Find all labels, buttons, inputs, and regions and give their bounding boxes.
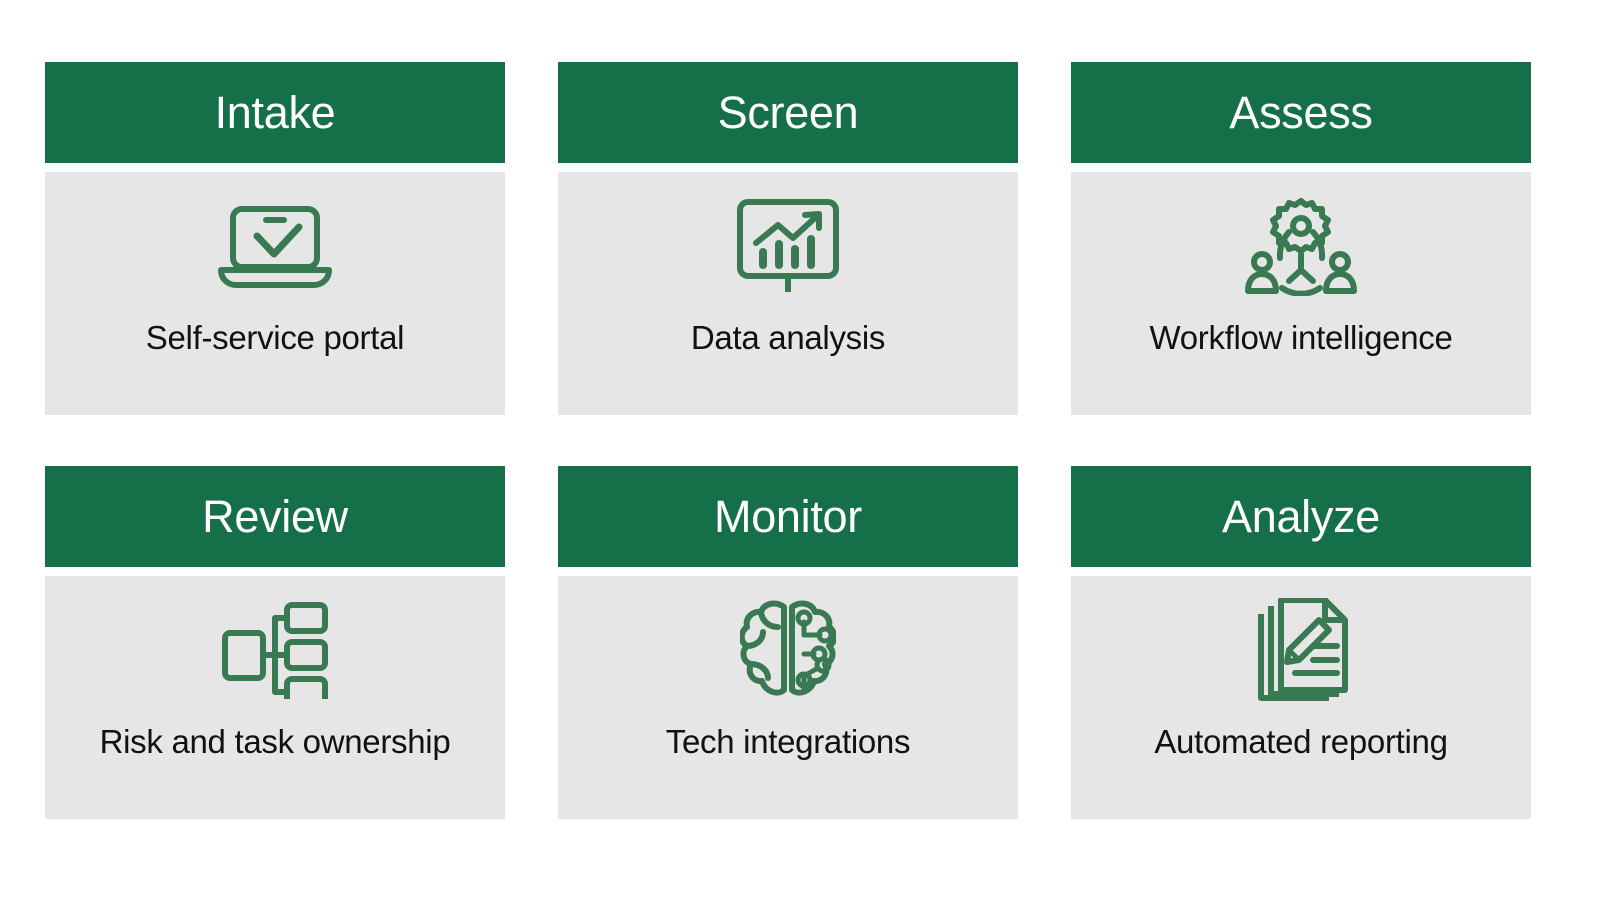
stage-card-header: Review xyxy=(45,466,505,567)
stage-card-body: Risk and task ownership xyxy=(45,576,505,819)
stage-card-body: Automated reporting xyxy=(1071,576,1531,819)
stage-card-screen[interactable]: Screen Data analysis xyxy=(558,62,1018,415)
stage-card-header: Analyze xyxy=(1071,466,1531,567)
stage-card-header: Intake xyxy=(45,62,505,163)
stage-caption: Automated reporting xyxy=(1154,723,1448,760)
monitor-chart-icon xyxy=(733,193,843,298)
stage-title: Intake xyxy=(214,87,336,138)
stage-card-body: Data analysis xyxy=(558,172,1018,415)
document-pencil-icon xyxy=(1251,597,1351,702)
stage-title: Screen xyxy=(717,87,859,138)
stage-card-intake[interactable]: Intake Self-service portal xyxy=(45,62,505,415)
stage-caption: Workflow intelligence xyxy=(1149,319,1453,356)
stage-card-header: Assess xyxy=(1071,62,1531,163)
stage-card-header: Screen xyxy=(558,62,1018,163)
stage-card-analyze[interactable]: Analyze xyxy=(1071,466,1531,819)
stage-card-assess[interactable]: Assess xyxy=(1071,62,1531,415)
stage-caption: Tech integrations xyxy=(665,723,911,760)
stage-caption: Risk and task ownership xyxy=(99,723,451,760)
stage-card-header: Monitor xyxy=(558,466,1018,567)
ai-brain-icon xyxy=(740,597,836,702)
stage-card-body: Workflow intelligence xyxy=(1071,172,1531,415)
stage-card-review[interactable]: Review Risk and task ownership xyxy=(45,466,505,819)
stage-card-monitor[interactable]: Monitor xyxy=(558,466,1018,819)
stage-caption: Data analysis xyxy=(690,319,886,356)
stage-title: Analyze xyxy=(1222,491,1380,542)
stage-card-body: Tech integrations xyxy=(558,576,1018,819)
stage-title: Review xyxy=(202,491,348,542)
stage-title: Assess xyxy=(1229,87,1373,138)
stage-card-body: Self-service portal xyxy=(45,172,505,415)
hierarchy-boxes-icon xyxy=(221,597,329,702)
stage-title: Monitor xyxy=(714,491,862,542)
stage-card-grid: Intake Self-service portal Screen xyxy=(45,62,1555,819)
gear-people-network-icon xyxy=(1245,193,1357,298)
laptop-check-icon xyxy=(216,193,334,298)
stage-caption: Self-service portal xyxy=(145,319,405,356)
